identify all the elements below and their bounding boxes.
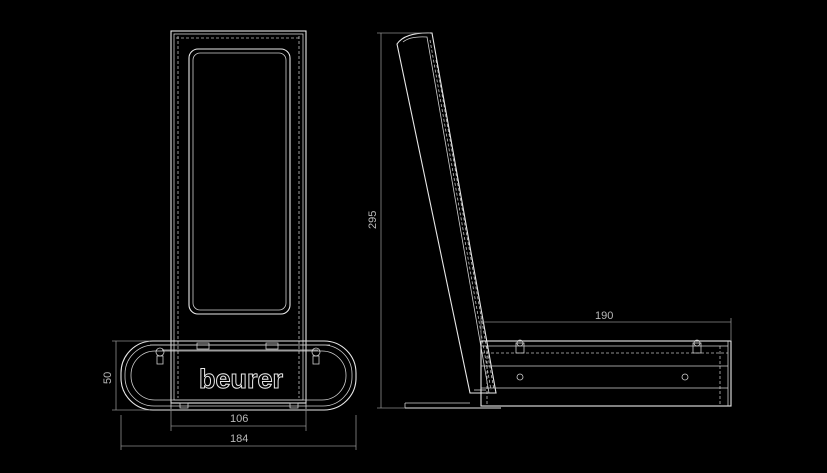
dimension-label-190: 190 <box>595 310 613 322</box>
side-floor-plate <box>404 402 501 409</box>
side-dimension-height: 295 <box>367 32 430 409</box>
front-dimension-height: 50 <box>102 340 150 411</box>
brand-logo: beurer <box>199 364 284 394</box>
side-dimension-depth: 190 <box>480 310 732 341</box>
dimension-label-295: 295 <box>367 211 379 229</box>
front-view: beurer <box>120 30 357 411</box>
front-base-tray <box>120 340 357 411</box>
display-window <box>188 48 291 315</box>
dimension-label-184: 184 <box>230 433 248 445</box>
dimension-label-50: 50 <box>102 372 114 384</box>
side-view <box>396 32 732 409</box>
dimension-label-106: 106 <box>230 413 248 425</box>
front-dimension-inner-width: 106 <box>170 410 307 431</box>
side-base-tray <box>480 339 732 407</box>
front-dimension-overall-width: 184 <box>120 415 357 450</box>
